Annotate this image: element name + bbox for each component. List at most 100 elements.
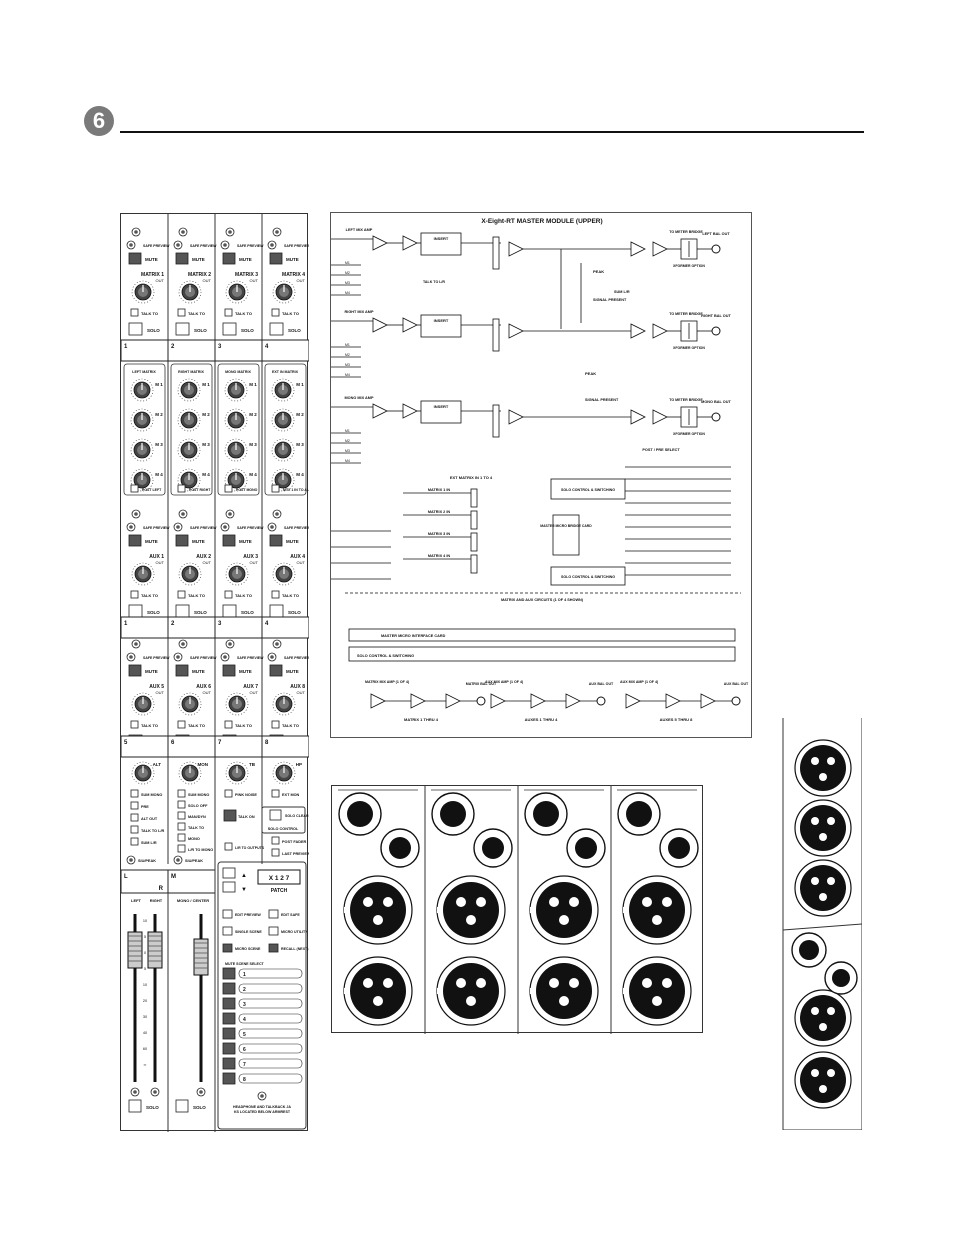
mute-button[interactable] [128, 252, 142, 265]
trs-jack[interactable] [380, 828, 420, 868]
ch6-switch[interactable] [177, 833, 186, 842]
matrix-send-knob[interactable] [130, 408, 154, 432]
mute-button[interactable] [128, 664, 142, 677]
xlr-connector[interactable] [529, 875, 599, 945]
solo-button[interactable] [128, 322, 143, 336]
talk-to-switch[interactable] [224, 308, 233, 317]
matrix-send-knob[interactable] [130, 378, 154, 402]
talk-to-switch[interactable] [224, 720, 233, 729]
mute-button[interactable] [222, 664, 236, 677]
scene-function-button[interactable] [268, 926, 279, 936]
scene-function-button[interactable] [222, 909, 233, 919]
trs-jack[interactable] [659, 828, 699, 868]
trs-jack[interactable] [524, 792, 568, 836]
solo-button[interactable] [269, 322, 284, 336]
post-source-switch[interactable] [130, 484, 139, 493]
xlr-connector[interactable] [794, 1051, 852, 1109]
xlr-connector[interactable] [794, 739, 852, 797]
aux-top-knob[interactable] [272, 562, 296, 586]
post-source-switch[interactable] [271, 484, 280, 493]
matrix-send-knob[interactable] [177, 468, 201, 492]
mute-button[interactable] [269, 664, 283, 677]
ch5-switch[interactable] [130, 837, 139, 846]
matrix-send-knob[interactable] [177, 408, 201, 432]
scene-function-button[interactable] [268, 909, 279, 919]
mute-button[interactable] [175, 534, 189, 547]
ch6-switch[interactable] [177, 811, 186, 820]
patch-up-button[interactable] [222, 867, 236, 879]
xlr-connector[interactable] [794, 799, 852, 857]
aux-bottom-knob[interactable] [272, 692, 296, 716]
matrix-send-knob[interactable] [130, 468, 154, 492]
matrix-send-knob[interactable] [177, 438, 201, 462]
aux-top-knob[interactable] [178, 562, 202, 586]
scene-function-button[interactable] [222, 926, 233, 936]
ch6-switch[interactable] [177, 800, 186, 809]
mute-button[interactable] [269, 534, 283, 547]
function-knob[interactable] [178, 761, 202, 785]
mono-solo-button[interactable] [175, 1099, 189, 1113]
mute-button[interactable] [222, 534, 236, 547]
xlr-connector[interactable] [622, 875, 692, 945]
patch-down-button[interactable] [222, 881, 236, 893]
mute-button[interactable] [175, 252, 189, 265]
talk-to-switch[interactable] [271, 308, 280, 317]
matrix-send-knob[interactable] [224, 438, 248, 462]
matrix-knob[interactable] [178, 280, 202, 304]
aux-top-knob[interactable] [131, 562, 155, 586]
aux-top-knob[interactable] [225, 562, 249, 586]
matrix-send-knob[interactable] [224, 378, 248, 402]
mute-button[interactable] [175, 664, 189, 677]
scene-select-button[interactable] [222, 982, 236, 995]
solo-clear-button[interactable] [269, 809, 282, 821]
scene-select-button[interactable] [222, 1012, 236, 1025]
scene-select-button[interactable] [222, 967, 236, 980]
talk-on-button[interactable] [223, 809, 237, 822]
ch5-switch[interactable] [130, 801, 139, 810]
scene-function-button[interactable] [268, 943, 279, 953]
matrix-knob[interactable] [272, 280, 296, 304]
aux-bottom-knob[interactable] [225, 692, 249, 716]
trs-jack[interactable] [566, 828, 606, 868]
talk-to-switch[interactable] [130, 590, 139, 599]
xlr-connector[interactable] [794, 989, 852, 1047]
matrix-send-knob[interactable] [177, 378, 201, 402]
post-fader-switch[interactable] [271, 836, 280, 845]
trs-jack[interactable] [338, 792, 382, 836]
xlr-connector[interactable] [343, 956, 413, 1026]
solo-button[interactable] [128, 604, 143, 618]
right-fader-knob[interactable] [147, 931, 163, 969]
trs-jack[interactable] [473, 828, 513, 868]
talk-to-switch[interactable] [130, 308, 139, 317]
aux-bottom-knob[interactable] [178, 692, 202, 716]
lr-solo-button[interactable] [128, 1099, 142, 1113]
function-knob[interactable] [131, 761, 155, 785]
xlr-connector[interactable] [794, 859, 852, 917]
talk-to-switch[interactable] [271, 720, 280, 729]
function-knob[interactable] [225, 761, 249, 785]
scene-function-button[interactable] [222, 943, 233, 953]
trs-jack[interactable] [824, 961, 858, 995]
scene-select-button[interactable] [222, 1042, 236, 1055]
last-preview-switch[interactable] [271, 848, 280, 857]
xlr-connector[interactable] [343, 875, 413, 945]
ch6-switch[interactable] [177, 822, 186, 831]
talk-to-switch[interactable] [130, 720, 139, 729]
talk-to-switch[interactable] [177, 308, 186, 317]
talk-to-switch[interactable] [271, 590, 280, 599]
xlr-connector[interactable] [436, 956, 506, 1026]
solo-button[interactable] [269, 604, 284, 618]
talk-to-switch[interactable] [224, 590, 233, 599]
matrix-send-knob[interactable] [271, 378, 295, 402]
mute-button[interactable] [128, 534, 142, 547]
matrix-knob[interactable] [131, 280, 155, 304]
matrix-send-knob[interactable] [224, 468, 248, 492]
mono-fader-knob[interactable] [193, 938, 209, 976]
scene-select-button[interactable] [222, 1057, 236, 1070]
pink-noise-switch[interactable] [224, 789, 233, 798]
scene-select-button[interactable] [222, 997, 236, 1010]
ch5-switch[interactable] [130, 813, 139, 822]
matrix-send-knob[interactable] [271, 408, 295, 432]
mute-button[interactable] [269, 252, 283, 265]
post-source-switch[interactable] [177, 484, 186, 493]
